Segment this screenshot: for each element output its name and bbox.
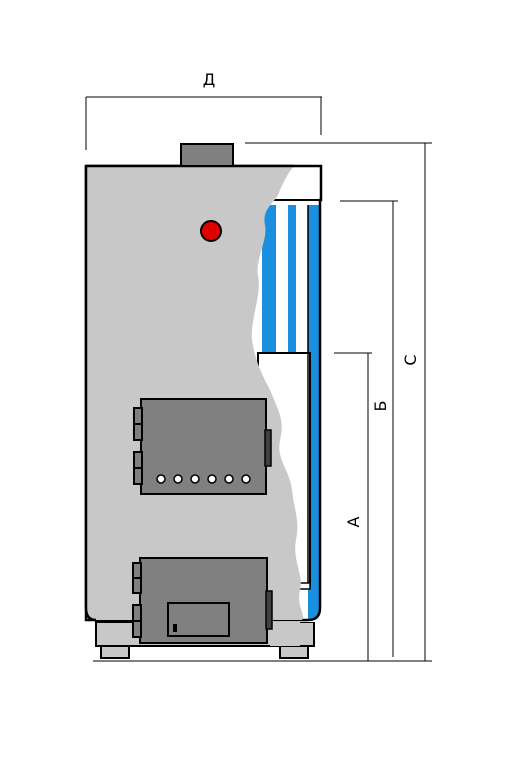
ash-door: [132, 557, 273, 644]
ash-door-handle: [265, 590, 273, 630]
loading-door: [133, 398, 272, 495]
water-jacket-upper-gap: [276, 205, 288, 353]
ash-drawer: [167, 602, 230, 637]
boiler-body: [86, 166, 303, 620]
height-a-label: А: [344, 516, 363, 527]
boiler-body-left-edge: [84, 166, 97, 622]
width-label: Д: [203, 70, 216, 89]
ash-drawer-latch: [173, 624, 177, 632]
height-dimensions: [93, 142, 432, 662]
height-b-label: Б: [371, 401, 390, 412]
height-total-label: С: [401, 354, 420, 365]
water-jacket-upper-left: [262, 205, 276, 353]
flue-pipe: [180, 143, 234, 167]
air-vent-holes: [156, 474, 251, 484]
loading-door-handle: [264, 429, 272, 467]
width-dimension: [85, 96, 322, 150]
red-indicator-lamp-icon: [200, 220, 222, 242]
base-cutaway: [270, 622, 301, 646]
water-jacket-upper-mid: [288, 205, 296, 353]
